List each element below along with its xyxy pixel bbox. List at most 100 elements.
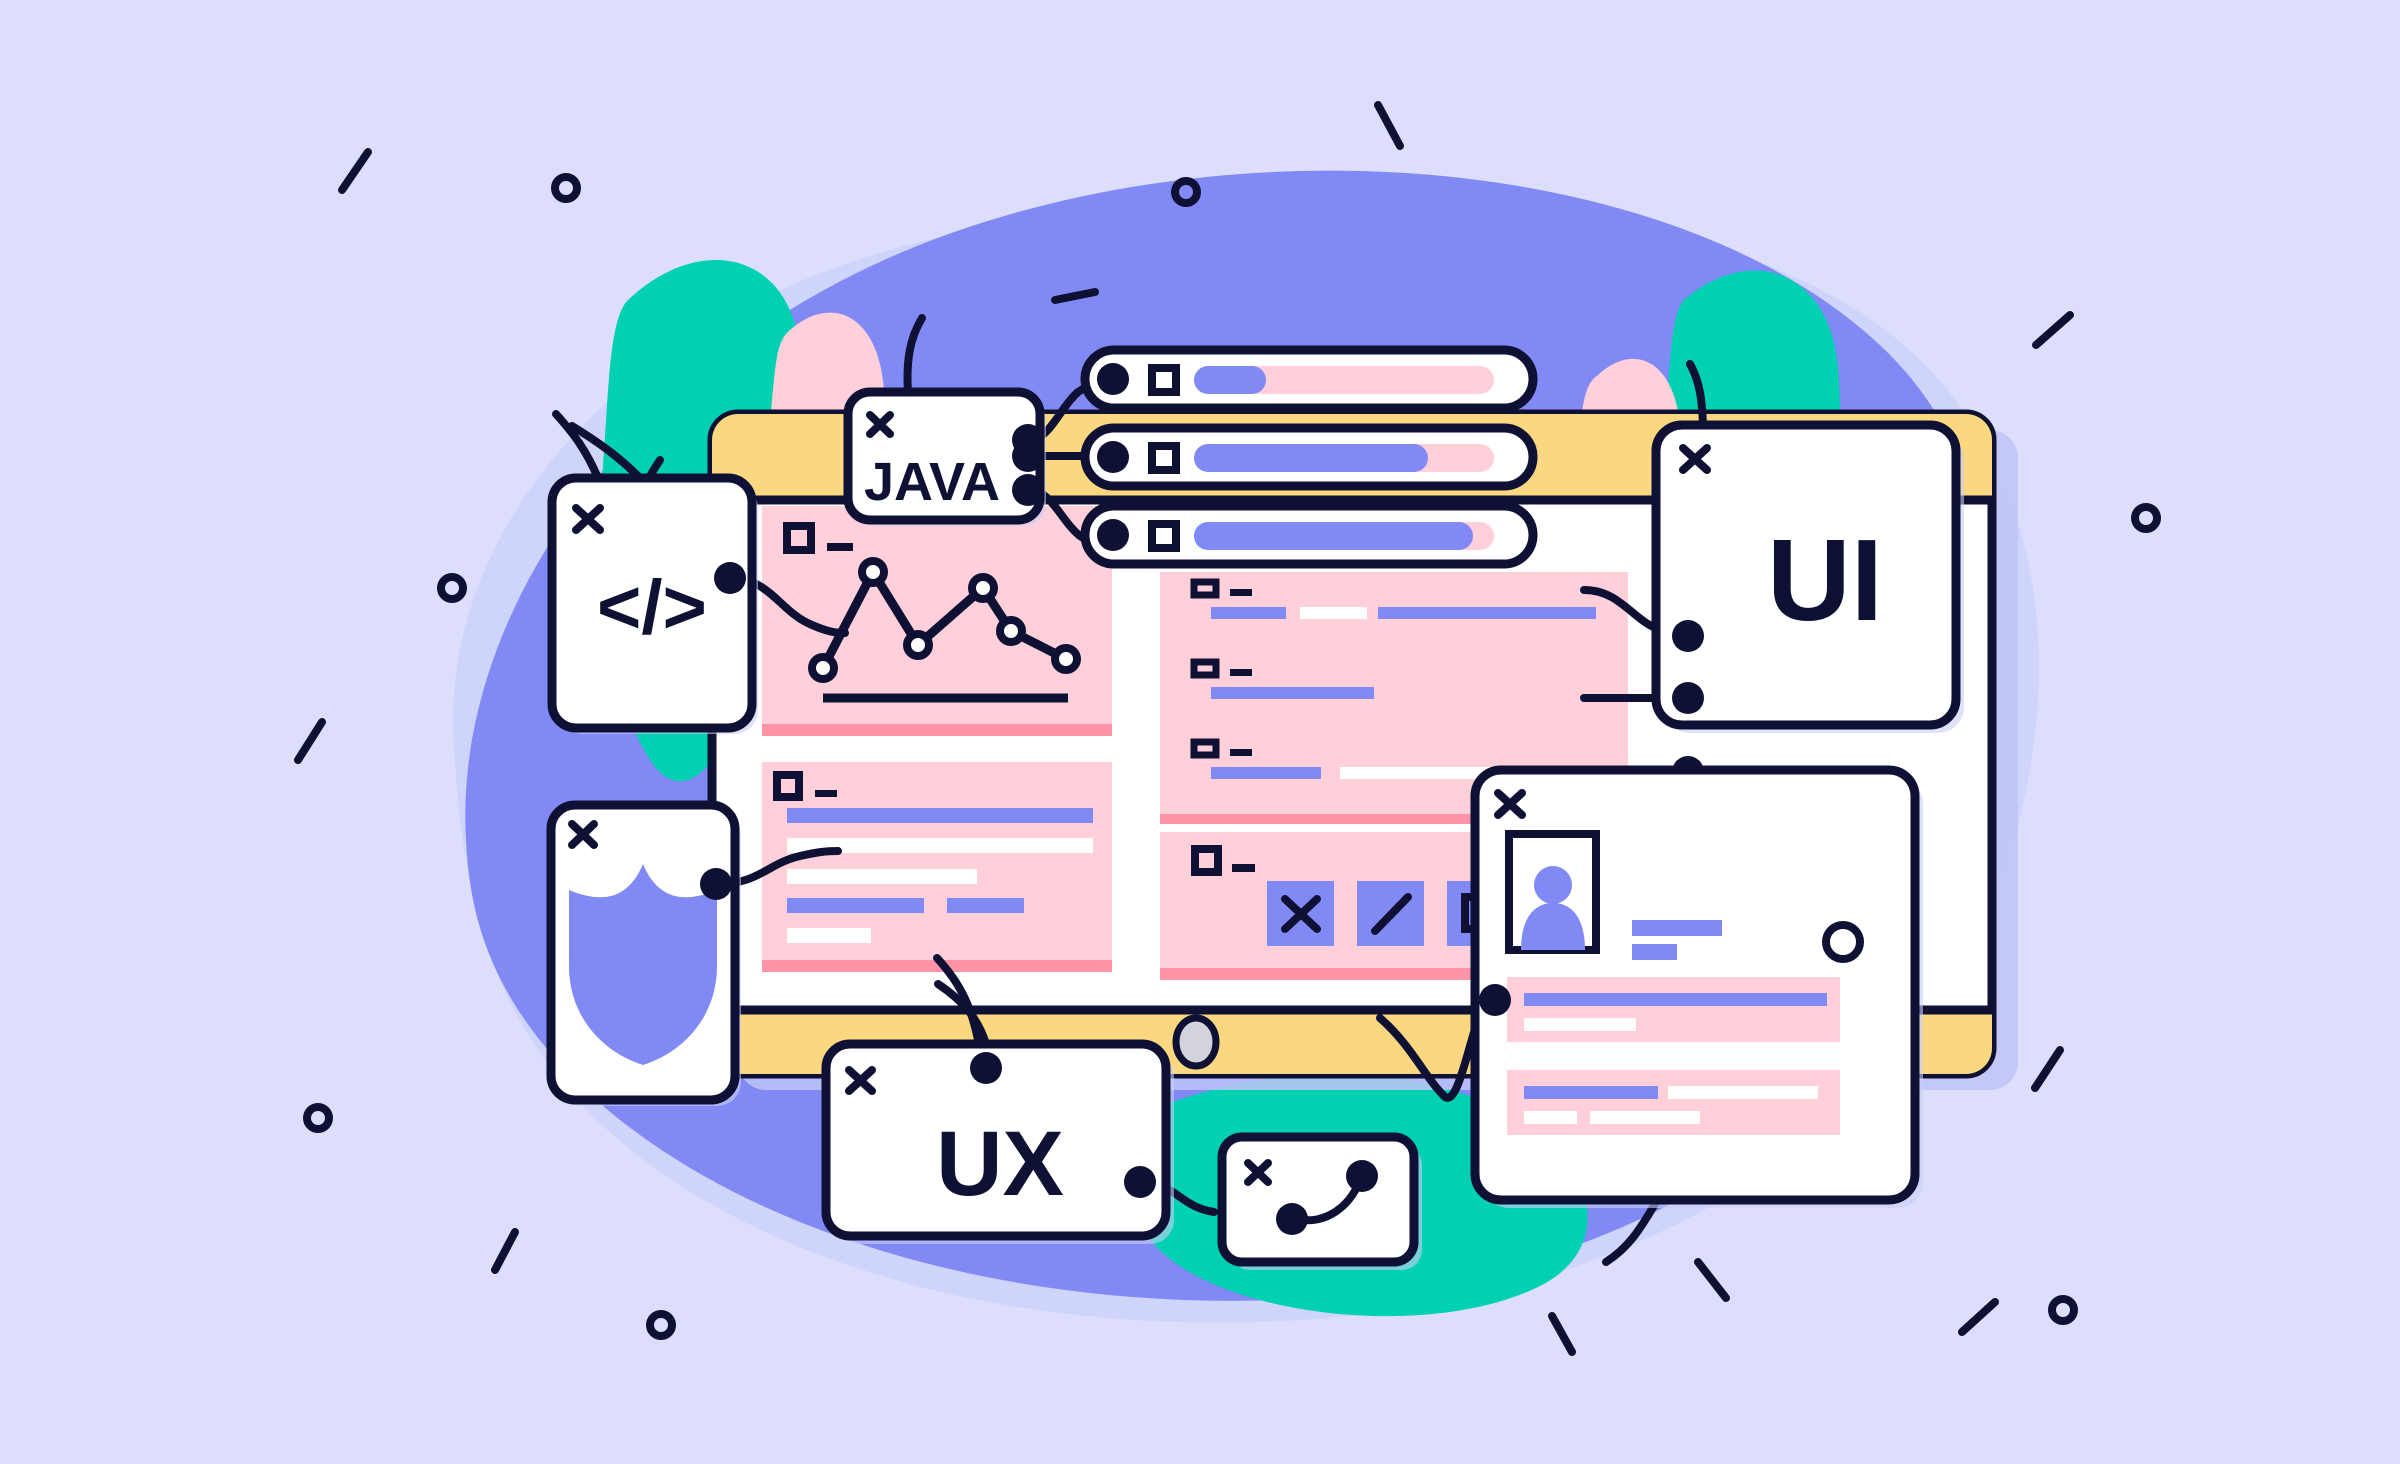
text-panel-square-icon	[773, 771, 803, 801]
profile-block-1	[1507, 977, 1840, 1042]
profile-name-bar	[1632, 920, 1722, 936]
text-line-3	[787, 869, 977, 884]
deco-circle-3	[437, 573, 467, 603]
list-row-2-bar-1	[1211, 687, 1374, 699]
ui-card-dot-1	[1672, 620, 1704, 652]
checkbox-icon-2[interactable]	[1148, 442, 1180, 474]
profile-block-1-line-1	[1524, 993, 1827, 1006]
list-row-3-underline	[1160, 814, 1628, 824]
code-card[interactable]: </>	[547, 473, 758, 734]
deco-circle-7	[646, 1310, 676, 1340]
stem-ux-card	[934, 980, 990, 1048]
list-row-3-bar-2	[1340, 767, 1492, 779]
close-icon[interactable]	[845, 1066, 876, 1095]
progress-bar-3-node	[1097, 519, 1129, 551]
toolbar-square-icon	[1191, 845, 1222, 876]
deco-dash-5	[294, 718, 326, 764]
progress-bar-3[interactable]	[1080, 501, 1538, 569]
status-circle-icon[interactable]	[1822, 921, 1864, 963]
close-icon[interactable]	[1244, 1159, 1272, 1186]
progress-bar-2-fill	[1194, 444, 1428, 472]
progress-bar-2[interactable]	[1080, 423, 1538, 491]
code-card-connector-dot	[714, 562, 746, 594]
profile-role-bar	[1632, 944, 1677, 960]
java-card-label: JAVA	[864, 452, 1000, 512]
progress-bar-2-node	[1097, 441, 1129, 473]
text-panel-dash-icon	[815, 790, 837, 797]
text-line-1	[787, 808, 1093, 823]
profile-card-connector-dot	[1479, 984, 1511, 1016]
small-square-dash-icon-2	[1190, 658, 1220, 679]
text-line-4a	[787, 898, 924, 913]
profile-block-2	[1507, 1070, 1840, 1135]
slash-icon	[1371, 893, 1412, 935]
small-dash-icon-1	[1230, 589, 1252, 596]
stem-java-card	[903, 314, 926, 396]
text-line-5	[787, 928, 871, 943]
deco-dash-2	[1374, 101, 1404, 150]
deco-dash-10	[1694, 1258, 1730, 1302]
stem-code-card-2	[568, 422, 644, 482]
ui-card[interactable]: UI	[1651, 420, 1964, 788]
checkbox-icon-3[interactable]	[1148, 520, 1180, 552]
square-dash-icon	[783, 522, 815, 554]
deco-dash-7	[491, 1228, 519, 1274]
list-row-1-bar-3	[1378, 607, 1596, 619]
ux-card[interactable]: UX	[821, 1039, 1174, 1244]
progress-bar-1[interactable]	[1080, 345, 1538, 413]
deco-dash-4	[1051, 288, 1099, 304]
small-dash-icon-3	[1230, 749, 1252, 756]
text-line-2	[787, 838, 1093, 853]
ux-card-label: UX	[936, 1113, 1064, 1215]
java-card[interactable]: JAVA	[843, 387, 1046, 526]
stem-ui-card	[1686, 360, 1707, 429]
close-icon[interactable]	[568, 820, 598, 849]
curve-card-dot-right	[1346, 1160, 1378, 1192]
stem-profile-card	[1602, 1198, 1660, 1266]
profile-card[interactable]	[1470, 765, 1923, 1208]
deco-dash-1	[338, 148, 372, 194]
x-icon	[1281, 895, 1321, 933]
connector-shield-to-screen	[712, 847, 842, 888]
close-icon[interactable]	[866, 411, 894, 438]
line-chart-points	[808, 557, 1081, 683]
chart-panel	[762, 506, 1112, 724]
progress-bar-1-node	[1097, 363, 1129, 395]
profile-block-2-line-1b	[1668, 1086, 1818, 1099]
profile-block-2-line-1a	[1524, 1086, 1658, 1099]
small-square-dash-icon-1	[1190, 578, 1220, 599]
progress-bar-1-track	[1194, 366, 1494, 394]
toolbar-dash-icon	[1232, 864, 1255, 872]
deco-dash-3	[2032, 311, 2074, 349]
checkbox-icon-1[interactable]	[1148, 364, 1180, 396]
java-card-dot-3	[1012, 474, 1044, 506]
shield-card-connector-dot	[700, 868, 732, 900]
deco-dash-8	[1548, 1312, 1576, 1356]
text-line-4b	[947, 898, 1024, 913]
java-card-dot-2	[1012, 440, 1044, 472]
deco-circles	[303, 173, 2161, 1340]
shield-card[interactable]	[546, 800, 741, 1106]
ux-card-top-dot	[970, 1052, 1002, 1084]
power-button[interactable]	[1172, 1014, 1220, 1070]
close-icon[interactable]	[572, 504, 604, 534]
avatar-body	[1521, 903, 1585, 950]
list-row-1-bar-2	[1300, 607, 1367, 619]
deco-dash-6	[2031, 1046, 2064, 1092]
close-icon[interactable]	[1679, 444, 1711, 474]
profile-block-2-line-2b	[1590, 1111, 1700, 1124]
close-icon[interactable]	[1494, 789, 1526, 819]
stem-code-card	[552, 410, 602, 482]
profile-block-2-line-2a	[1524, 1111, 1577, 1124]
curve-card[interactable]	[1217, 1132, 1422, 1270]
shield-icon	[569, 864, 717, 1065]
deco-circle-2	[1171, 177, 1201, 207]
deco-circle-1	[551, 173, 581, 203]
square-dash-icon-dash	[827, 543, 853, 551]
progress-bar-3-fill	[1194, 522, 1473, 550]
ux-card-right-dot	[1124, 1166, 1156, 1198]
code-card-label: </>	[597, 565, 707, 650]
